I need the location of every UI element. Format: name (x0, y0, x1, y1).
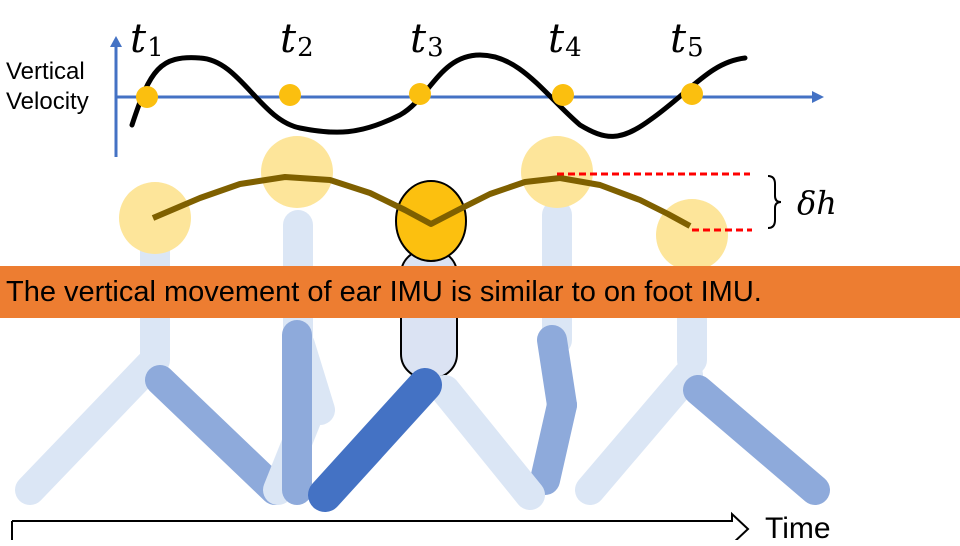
head-figure-2 (261, 136, 333, 208)
walker-figure-4 (521, 136, 593, 495)
time-point-label-5: t5 (670, 16, 704, 63)
head-trajectory (151, 174, 692, 229)
vertical-axis-arrowhead (110, 36, 122, 47)
time-point-dot-4 (552, 84, 574, 106)
vertical-velocity-label-line2: Velocity (6, 88, 89, 115)
horizontal-axis-arrowhead (812, 91, 824, 103)
vertical-velocity-label: Vertical Velocity (6, 57, 89, 117)
velocity-wave (129, 52, 748, 139)
time-point-dot-3 (409, 83, 431, 105)
walker-figure-3 (308, 180, 545, 512)
walker-figure-5 (575, 199, 830, 505)
caption-banner: The vertical movement of ear IMU is simi… (0, 266, 960, 318)
vertical-velocity-label-line1: Vertical (6, 58, 85, 85)
time-point-label-2: t2 (280, 16, 314, 63)
time-label: Time (765, 512, 831, 545)
walker-figure-1 (15, 182, 290, 505)
delta-h-label: δh (797, 184, 837, 222)
time-point-dot-5 (681, 83, 703, 105)
time-point-dot-1 (136, 86, 158, 108)
time-point-label-1: t1 (130, 16, 164, 63)
time-arrow (12, 511, 750, 540)
caption-text: The vertical movement of ear IMU is simi… (6, 276, 762, 308)
head-figure-5 (656, 199, 728, 271)
time-point-dot-2 (279, 84, 301, 106)
head-figure-4 (521, 136, 593, 208)
delta-brace (767, 175, 782, 229)
time-point-label-4: t4 (548, 16, 582, 63)
time-point-label-3: t3 (410, 16, 444, 63)
